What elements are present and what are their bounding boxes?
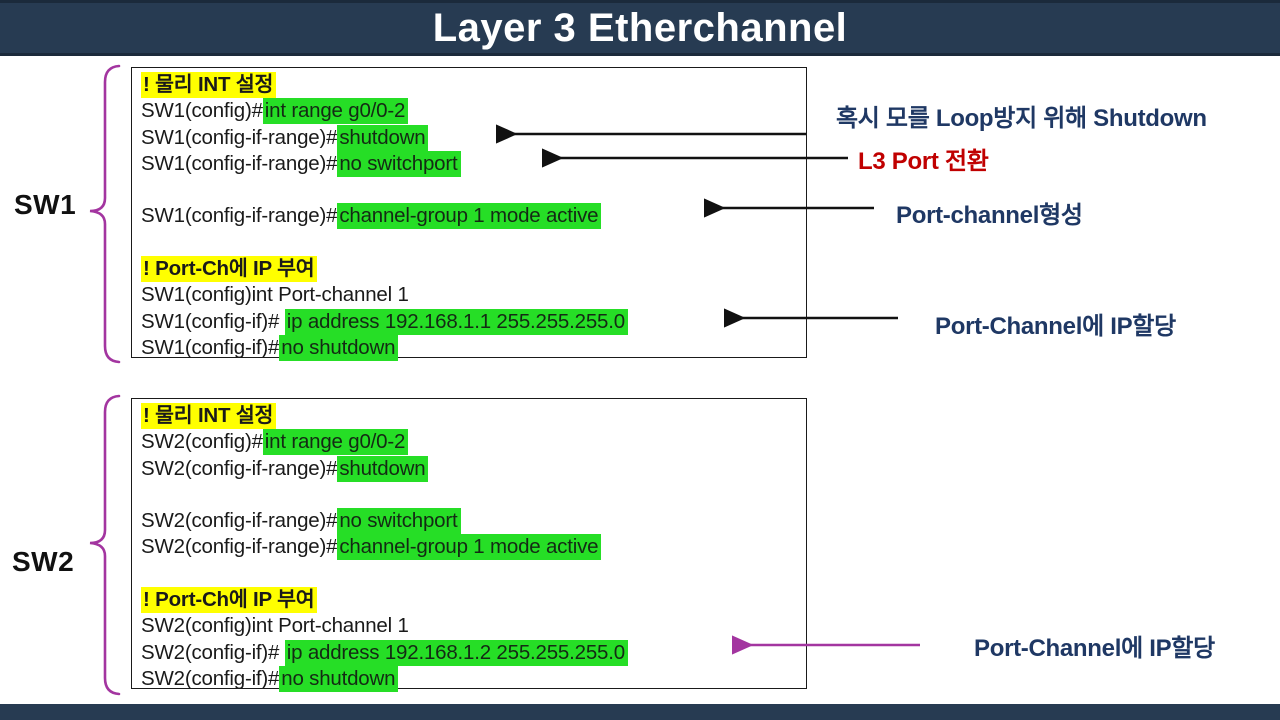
config-line: SW2(config)int Port-channel 1	[141, 613, 806, 639]
config-prompt: SW2(config-if-range)#	[141, 509, 338, 533]
bottom-bar	[0, 704, 1280, 720]
sw1-bracket	[89, 64, 121, 364]
config-prompt: SW2(config-if)#	[141, 666, 280, 690]
config-command: no switchport	[337, 508, 461, 535]
annotation-sw2-ip-assign: Port-Channel에 IP할당	[974, 635, 1215, 662]
config-prompt: SW2(config)int Port-channel 1	[141, 614, 409, 638]
config-line: ! Port-Ch에 IP 부여	[141, 587, 806, 614]
config-prompt: SW2(config)#	[141, 430, 263, 454]
config-comment: ! 물리 INT 설정	[141, 403, 277, 429]
config-line: SW1(config-if-range)#shutdown	[141, 124, 806, 151]
sw2-label: SW2	[12, 546, 75, 577]
config-prompt: SW2(config-if)#	[141, 640, 285, 664]
config-line: ! Port-Ch에 IP 부여	[141, 256, 806, 283]
config-command: shutdown	[337, 124, 429, 151]
config-prompt: SW1(config-if-range)#	[141, 125, 338, 149]
annotation-l3-port: L3 Port 전환	[858, 148, 989, 175]
config-comment: ! Port-Ch에 IP 부여	[141, 256, 318, 283]
config-command: no switchport	[337, 150, 461, 177]
config-command: channel-group 1 mode active	[337, 203, 602, 230]
config-command: ip address 192.168.1.1 255.255.255.0	[284, 308, 628, 335]
config-line: ! 물리 INT 설정	[141, 72, 806, 98]
page-title: Layer 3 Etherchannel	[432, 5, 848, 50]
config-line: SW2(config-if)#no shutdown	[141, 665, 806, 692]
config-line: SW2(config)#int range g0/0-2	[141, 429, 806, 456]
config-line: SW2(config-if-range)#shutdown	[141, 455, 806, 482]
config-line	[141, 230, 806, 256]
config-comment: ! Port-Ch에 IP 부여	[141, 587, 318, 614]
config-command: channel-group 1 mode active	[337, 534, 602, 561]
config-line: SW2(config-if)# ip address 192.168.1.2 2…	[141, 639, 806, 666]
config-line	[141, 482, 806, 508]
config-comment: ! 물리 INT 설정	[141, 72, 277, 98]
config-line: SW1(config-if)# ip address 192.168.1.1 2…	[141, 308, 806, 335]
config-command: no shutdown	[279, 665, 399, 692]
config-line: SW2(config-if-range)#no switchport	[141, 508, 806, 535]
config-line: SW1(config)int Port-channel 1	[141, 282, 806, 308]
config-line	[141, 177, 806, 203]
annotation-port-channel-form: Port-channel형성	[896, 202, 1083, 229]
annotation-sw1-ip-assign: Port-Channel에 IP할당	[935, 313, 1176, 340]
config-prompt: SW1(config-if-range)#	[141, 151, 338, 175]
config-command: ip address 192.168.1.2 255.255.255.0	[284, 639, 628, 666]
config-line: SW2(config-if-range)#channel-group 1 mod…	[141, 534, 806, 561]
config-prompt: SW1(config)#	[141, 99, 263, 123]
annotation-loop-shutdown: 혹시 모를 Loop방지 위해 Shutdown	[836, 105, 1207, 132]
config-line: SW1(config-if-range)#channel-group 1 mod…	[141, 203, 806, 230]
config-prompt: SW1(config-if)#	[141, 335, 280, 359]
config-command: int range g0/0-2	[262, 429, 409, 456]
config-line	[141, 561, 806, 587]
config-line: SW1(config-if-range)#no switchport	[141, 150, 806, 177]
config-line: SW1(config-if)#no shutdown	[141, 334, 806, 361]
sw1-label: SW1	[14, 189, 77, 220]
config-command: no shutdown	[279, 334, 399, 361]
config-prompt: SW2(config-if-range)#	[141, 456, 338, 480]
title-bar: Layer 3 Etherchannel	[0, 0, 1280, 56]
sw2-bracket	[89, 394, 121, 696]
config-prompt: SW2(config-if-range)#	[141, 535, 338, 559]
config-command: shutdown	[337, 455, 429, 482]
config-command: int range g0/0-2	[262, 98, 409, 125]
config-line: SW1(config)#int range g0/0-2	[141, 98, 806, 125]
config-prompt: SW1(config-if-range)#	[141, 204, 338, 228]
config-prompt: SW1(config-if)#	[141, 309, 285, 333]
config-prompt: SW1(config)int Port-channel 1	[141, 283, 409, 307]
config-line: ! 물리 INT 설정	[141, 403, 806, 429]
